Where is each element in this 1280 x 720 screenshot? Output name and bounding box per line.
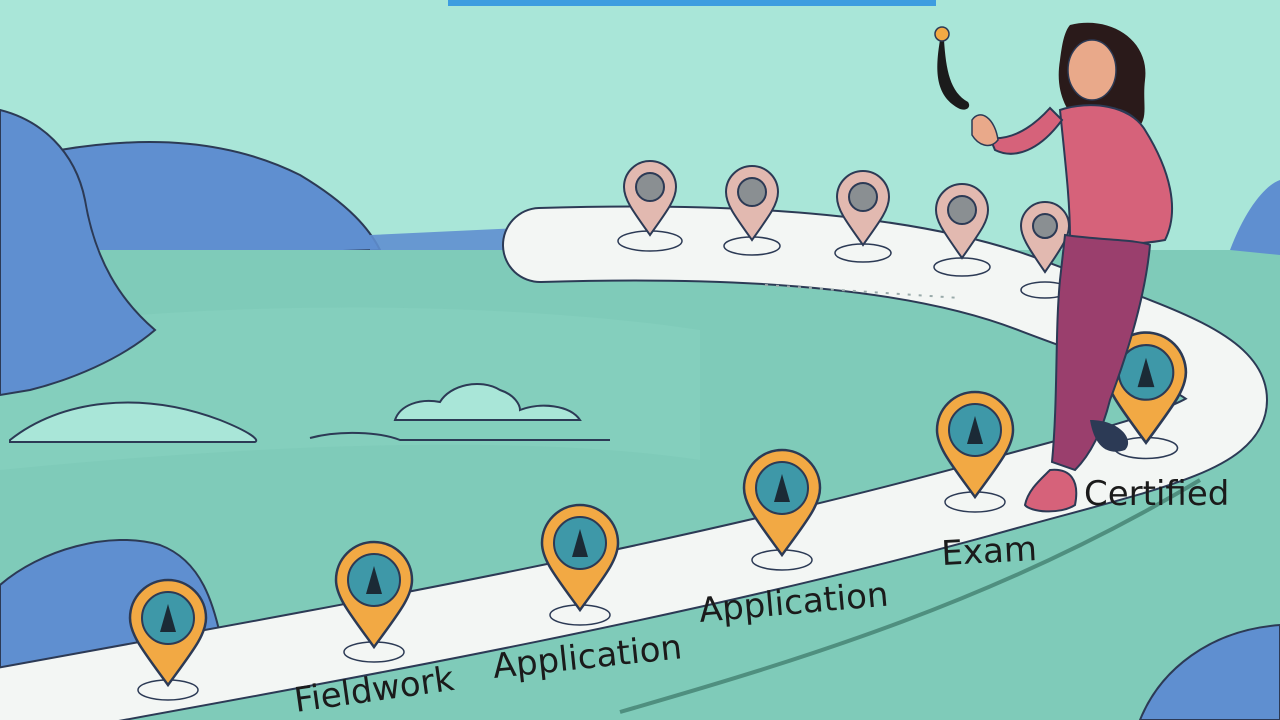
- milestone-pins: [128, 331, 1188, 701]
- hand: [971, 114, 999, 147]
- milestone-pin: [540, 503, 620, 626]
- progress-bar: [448, 0, 936, 6]
- left-hill: [0, 108, 157, 397]
- upcoming-marker: [834, 170, 892, 263]
- upcoming-marker: [617, 160, 683, 252]
- milestone-pin: [935, 390, 1015, 513]
- upcoming-marker: [933, 183, 991, 277]
- pin-glyph: [160, 604, 176, 632]
- pin-glyph: [967, 416, 983, 444]
- pin-glyph: [774, 474, 790, 502]
- pin-glyph: [572, 529, 588, 557]
- milestone-pin: [334, 540, 414, 663]
- cloud: [393, 383, 582, 421]
- pants: [1050, 233, 1152, 472]
- upcoming-marker: [723, 165, 781, 256]
- left-island: [9, 401, 258, 443]
- milestone-pin: [128, 578, 208, 701]
- shoe: [1023, 468, 1078, 513]
- path-shadow: [619, 478, 1202, 714]
- person-illustration: [934, 22, 1174, 513]
- face: [1067, 39, 1117, 101]
- shirt: [1058, 104, 1174, 245]
- pin-glyph: [1137, 357, 1155, 388]
- milestone-label-exam: Exam: [940, 529, 1038, 574]
- milestone-label-certified: Certified: [1084, 474, 1229, 514]
- water-line: [309, 431, 610, 441]
- pin-glyph: [366, 566, 382, 594]
- milestone-pin: [742, 448, 822, 571]
- torch-flame: [934, 26, 950, 42]
- milestone-pin: [1104, 331, 1188, 460]
- torch-icon: [937, 40, 970, 110]
- back-hill-right: [370, 228, 540, 255]
- right-rock: [1230, 180, 1280, 255]
- shadow-leg: [1090, 420, 1129, 452]
